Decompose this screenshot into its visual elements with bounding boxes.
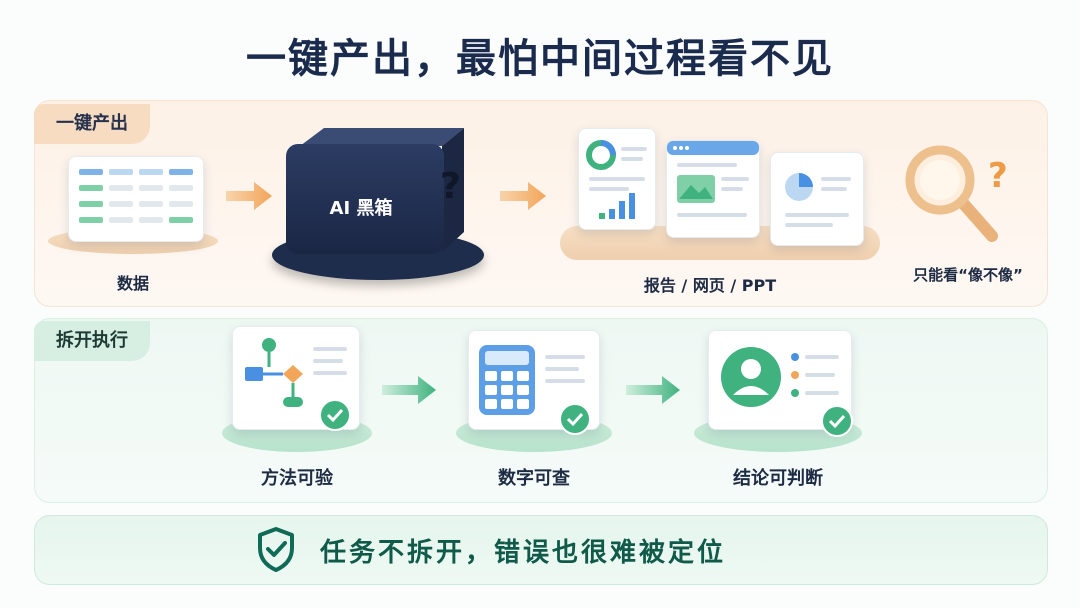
flowchart-icon xyxy=(232,326,360,430)
split-execution-tag: 拆开执行 xyxy=(34,321,150,361)
black-box-icon xyxy=(286,128,464,254)
arrow-right-icon xyxy=(626,376,680,404)
calculator-icon xyxy=(468,330,600,430)
question-icon: ? xyxy=(988,156,1008,196)
one-click-tag: 一键产出 xyxy=(34,104,150,144)
spreadsheet-icon xyxy=(68,156,204,242)
black-box-label: AI 黑箱 xyxy=(329,198,393,219)
page-title: 一键产出，最怕中间过程看不见 xyxy=(246,36,834,82)
step-label: 结论可判断 xyxy=(733,468,823,489)
step-label: 数字可查 xyxy=(498,468,570,489)
check-icon xyxy=(319,399,351,431)
arrow-right-icon xyxy=(500,182,546,210)
shield-check-icon xyxy=(258,527,294,572)
arrow-right-icon xyxy=(382,376,436,404)
magnifier-icon xyxy=(905,145,998,242)
report-icon xyxy=(578,128,656,230)
slides-icon xyxy=(770,152,864,246)
check-icon xyxy=(821,405,853,437)
arrow-right-icon xyxy=(226,182,272,210)
data-label: 数据 xyxy=(116,274,149,293)
step-label: 方法可验 xyxy=(261,468,333,489)
outputs-label: 报告 / 网页 / PPT xyxy=(643,276,777,295)
webpage-icon xyxy=(666,140,760,238)
black-box-question-mark: ? xyxy=(440,166,461,207)
conclusion-text: 任务不拆开，错误也很难被定位 xyxy=(320,538,727,568)
conclusion-panel xyxy=(34,515,1048,585)
check-icon xyxy=(559,403,591,435)
only-look-label: 只能看“像不像” xyxy=(913,266,1023,284)
